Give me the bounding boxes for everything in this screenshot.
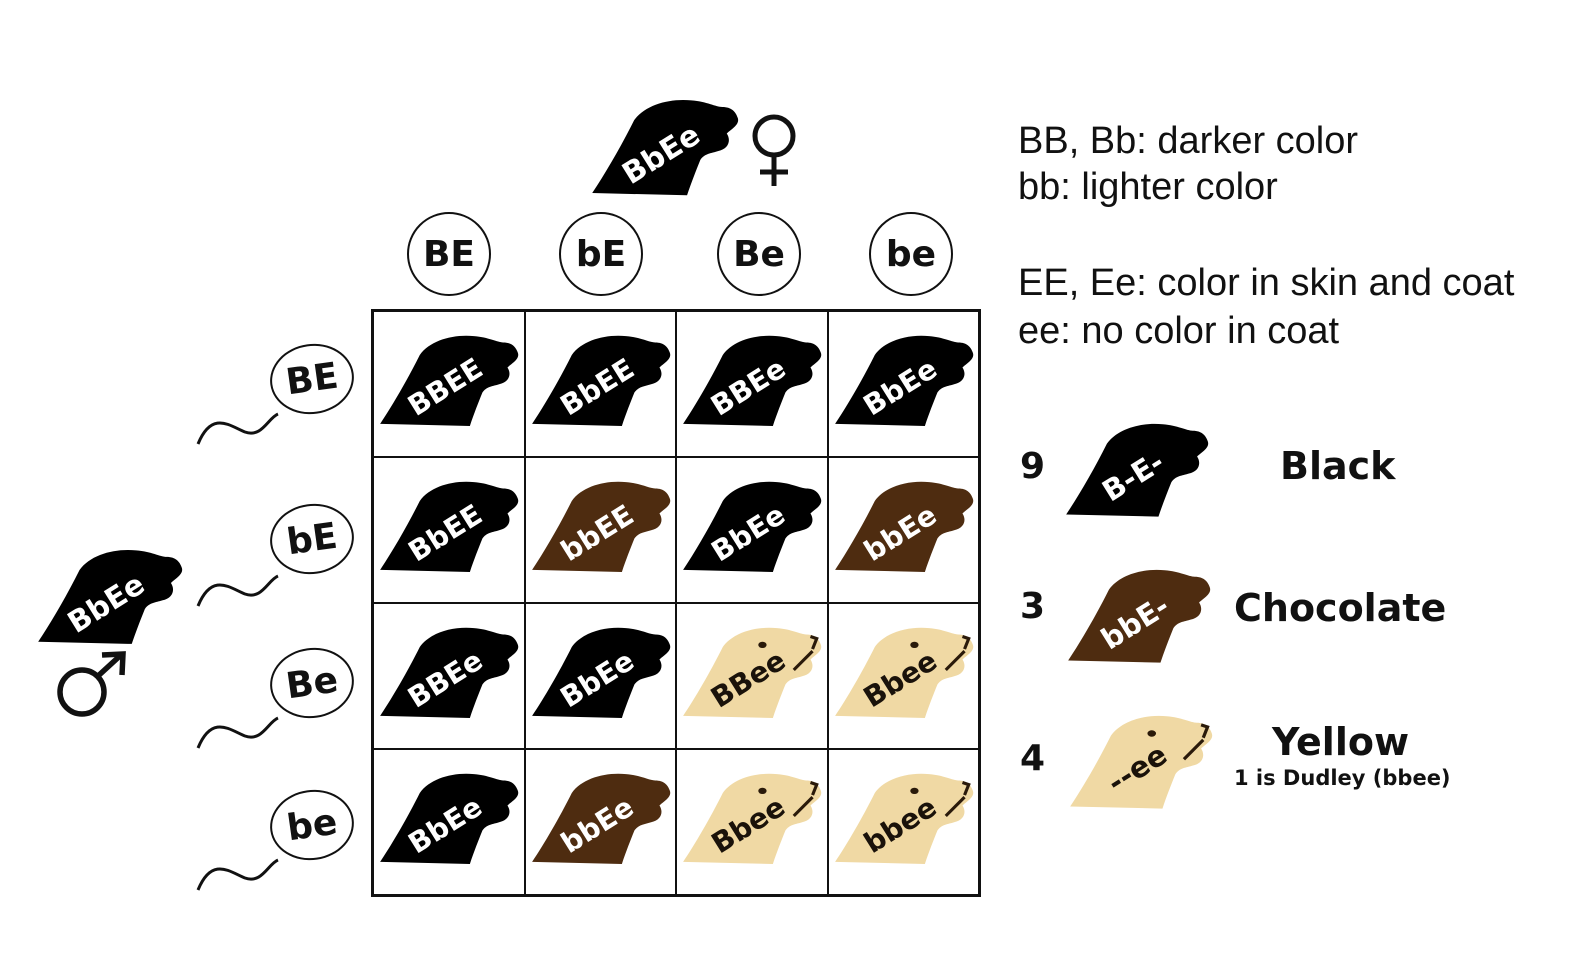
egg-gamete: BE — [407, 212, 491, 296]
offspring-dog: bbEe — [833, 478, 975, 574]
dog-head-shape — [380, 773, 519, 864]
dog-head-shape — [592, 99, 739, 196]
offspring-dog: BbEe — [681, 478, 823, 574]
offspring-dog: BBEe — [681, 332, 823, 428]
offspring-dog: Bbee — [681, 770, 823, 866]
dog-head-shape — [1068, 569, 1211, 663]
dog-head-shape — [683, 335, 822, 426]
male-symbol-icon — [52, 650, 132, 727]
punnett-cell: bbEe — [827, 457, 979, 603]
dudley-note: 1 is Dudley (bbee) — [1234, 766, 1451, 790]
phenotype-count: 9 — [1020, 446, 1046, 487]
phenotype-count: 4 — [1020, 738, 1046, 779]
legend-line: EE, Ee: color in skin and coat — [1018, 262, 1515, 304]
female-parent-dog: BbEe — [590, 96, 740, 197]
punnett-cell: bbEE — [524, 457, 676, 603]
dog-head-shape — [380, 481, 519, 572]
dog-head-shape — [531, 335, 670, 426]
punnett-cell: BBee — [676, 603, 828, 749]
punnett-cell: BBEe — [676, 311, 828, 457]
female-symbol-icon — [746, 110, 806, 195]
dog-head-shape — [380, 335, 519, 426]
phenotype-name: Chocolate — [1234, 586, 1447, 630]
offspring-dog: bbEe — [530, 770, 672, 866]
phenotype-dog: bbE- — [1066, 566, 1212, 665]
dog-head-shape — [683, 627, 822, 718]
egg-gamete: bE — [559, 212, 643, 296]
dog-head-shape — [834, 335, 973, 426]
punnett-cell: Bbee — [827, 603, 979, 749]
dog-head-shape — [531, 627, 670, 718]
dog-head-shape — [1070, 715, 1213, 809]
offspring-dog: Bbee — [833, 624, 975, 720]
egg-gamete: be — [869, 212, 953, 296]
offspring-dog: BBee — [681, 624, 823, 720]
dog-head-shape — [531, 773, 670, 864]
punnett-cell: BbEE — [524, 311, 676, 457]
egg-gamete: Be — [717, 212, 801, 296]
punnett-cell: BbEe — [373, 749, 525, 895]
sperm-tails — [196, 412, 279, 891]
dog-head-shape — [38, 549, 183, 644]
phenotype-dog: --ee — [1068, 712, 1214, 811]
punnett-cell: bbEe — [524, 749, 676, 895]
dog-head-shape — [683, 481, 822, 572]
dog-head-shape — [380, 627, 519, 718]
offspring-dog: BbEe — [833, 332, 975, 428]
phenotype-name: Black — [1280, 444, 1396, 488]
punnett-cell: BbEe — [676, 457, 828, 603]
phenotype-dog: B-E- — [1064, 420, 1210, 519]
dog-head-shape — [834, 481, 973, 572]
phenotype-count: 3 — [1020, 586, 1046, 627]
dog-head-shape — [834, 627, 973, 718]
legend-line: BB, Bb: darker color — [1018, 120, 1359, 162]
offspring-dog: BbEE — [530, 332, 672, 428]
offspring-dog: BbEE — [378, 478, 520, 574]
punnett-cell: BbEE — [373, 457, 525, 603]
offspring-dog: BBEe — [378, 624, 520, 720]
offspring-dog: BbEe — [378, 770, 520, 866]
dog-head-shape — [1066, 423, 1209, 517]
legend-line: bb: lighter color — [1018, 166, 1278, 208]
dog-head-shape — [683, 773, 822, 864]
dog-head-shape — [531, 481, 670, 572]
punnett-cell: BbEe — [827, 311, 979, 457]
punnett-cell: Bbee — [676, 749, 828, 895]
punnett-cell: BBEe — [373, 603, 525, 749]
offspring-dog: bbEE — [530, 478, 672, 574]
offspring-dog: bbee — [833, 770, 975, 866]
male-parent-dog: BbEe — [36, 546, 184, 646]
phenotype-name: Yellow — [1272, 720, 1410, 764]
dog-head-shape — [834, 773, 973, 864]
offspring-dog: BbEe — [530, 624, 672, 720]
punnett-cell: BBEE — [373, 311, 525, 457]
offspring-dog: BBEE — [378, 332, 520, 428]
punnett-cell: bbee — [827, 749, 979, 895]
legend-line: ee: no color in coat — [1018, 310, 1340, 352]
punnett-cell: BbEe — [524, 603, 676, 749]
